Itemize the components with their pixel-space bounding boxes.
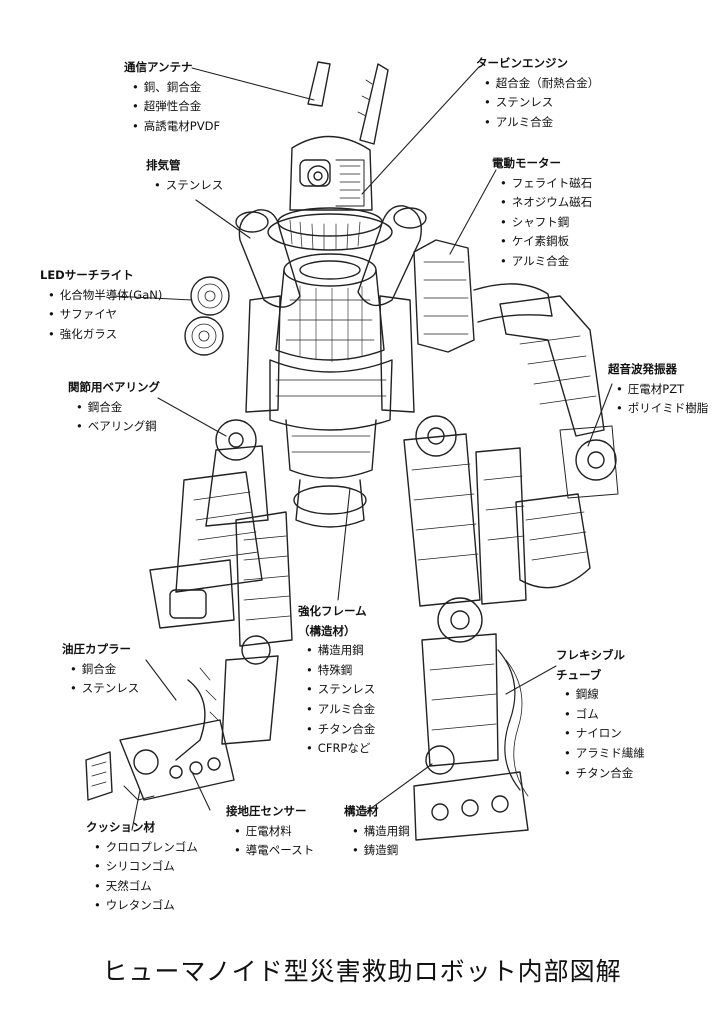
callout-sensor: 接地圧センサー 圧電材料 導電ペースト — [226, 802, 314, 861]
callout-item: ステンレス — [146, 176, 224, 196]
antenna-drawing — [307, 61, 389, 145]
callout-item: 構造用鋼 — [344, 822, 410, 842]
callout-item: ゴム — [556, 705, 645, 725]
callout-antenna: 通信アンテナ 銅、銅合金 超弾性合金 高誘電材PVDF — [124, 58, 220, 136]
callout-item: 超合金（耐熱合金） — [476, 74, 600, 94]
callout-item: サファイヤ — [40, 305, 162, 325]
left-leg-drawing — [85, 511, 293, 801]
callout-item: 鋳造鋼 — [344, 841, 410, 861]
right-arm-drawing — [413, 239, 619, 589]
callout-ultrasonic: 超音波発振器 圧電材PZT ポリイミド樹脂 — [608, 360, 708, 419]
callout-item: 天然ゴム — [86, 877, 198, 897]
callout-item: 特殊鋼 — [298, 661, 375, 681]
callout-title: 接地圧センサー — [226, 804, 307, 818]
callout-title: LEDサーチライト — [40, 268, 134, 282]
callout-item: フェライト磁石 — [492, 174, 593, 194]
callout-item: アルミ合金 — [476, 113, 599, 133]
callout-item: ステンレス — [62, 679, 140, 699]
callout-title: 関節用ベアリング — [68, 380, 160, 394]
callout-item: 高誘電材PVDF — [124, 117, 220, 137]
callout-item: 圧電材PZT — [608, 380, 708, 400]
callout-coupler: 油圧カプラー 銅合金 ステンレス — [62, 640, 139, 699]
callout-item: ステンレス — [298, 680, 376, 700]
callout-item: 圧電材料 — [226, 822, 314, 842]
callout-item: ケイ素鋼板 — [492, 232, 592, 252]
callout-item: ネオジウム磁石 — [492, 193, 593, 213]
callout-title: 超音波発振器 — [608, 362, 677, 376]
turbine-drawing — [267, 135, 393, 251]
callout-frame: 強化フレーム （構造材） 構造用鋼 特殊鋼 ステンレス アルミ合金 チタン合金 … — [298, 602, 375, 759]
callout-item: シリコンゴム — [86, 857, 198, 877]
callout-title: フレキシブル — [556, 648, 625, 662]
callout-item: 構造用鋼 — [298, 641, 375, 661]
callout-title: 通信アンテナ — [124, 60, 193, 74]
callout-item: ポリイミド樹脂 — [608, 399, 709, 419]
callout-item: 鋼合金 — [68, 398, 160, 418]
callout-item: ベアリング鋼 — [68, 417, 160, 437]
callout-item: ステンレス — [476, 93, 599, 113]
callout-title: クッション材 — [86, 820, 155, 834]
callout-structure: 構造材 構造用鋼 鋳造鋼 — [344, 802, 410, 861]
callout-subtitle: （構造材） — [298, 623, 356, 638]
torso-drawing — [245, 253, 415, 528]
callout-item: 銅、銅合金 — [124, 78, 220, 98]
callout-item: シャフト鋼 — [492, 213, 592, 233]
callout-tube: フレキシブル チューブ 鋼線 ゴム ナイロン アラミド繊維 チタン合金 — [556, 646, 645, 783]
callout-item: 銅合金 — [62, 660, 139, 680]
callout-item: ウレタンゴム — [86, 896, 198, 916]
callout-motor: 電動モーター フェライト磁石 ネオジウム磁石 シャフト鋼 ケイ素鋼板 アルミ合金 — [492, 154, 592, 272]
right-leg-drawing — [403, 415, 529, 841]
callout-title: 電動モーター — [492, 156, 561, 170]
led-drawing — [184, 276, 230, 356]
callout-item: クロロプレンゴム — [86, 838, 198, 858]
callout-item: 強化ガラス — [40, 325, 162, 345]
callout-item: 鋼線 — [556, 685, 645, 705]
callout-item: CFRPなど — [298, 739, 375, 759]
callout-bearing: 関節用ベアリング 鋼合金 ベアリング鋼 — [68, 378, 160, 437]
callout-item: 超弾性合金 — [124, 97, 220, 117]
callout-title: 強化フレーム — [298, 604, 367, 618]
callout-item: ナイロン — [556, 724, 645, 744]
callout-title: 油圧カプラー — [62, 642, 131, 656]
callout-cushion: クッション材 クロロプレンゴム シリコンゴム 天然ゴム ウレタンゴム — [86, 818, 198, 916]
callout-title: タービンエンジン — [476, 56, 568, 70]
callout-item: チタン合金 — [556, 764, 645, 784]
callout-item: アラミド繊維 — [556, 744, 645, 764]
page-title: ヒューマノイド型災害救助ロボット内部図解 — [102, 957, 622, 986]
callout-led: LEDサーチライト 化合物半導体(GaN) サファイヤ 強化ガラス — [40, 266, 162, 344]
callout-item: 化合物半導体(GaN) — [40, 286, 163, 306]
callout-exhaust: 排気管 ステンレス — [146, 156, 223, 195]
callout-subtitle: チューブ — [556, 667, 602, 682]
left-arm-drawing — [149, 419, 269, 629]
callout-title: 構造材 — [344, 804, 379, 818]
callout-item: チタン合金 — [298, 720, 376, 740]
exhaust-drawing — [235, 205, 427, 308]
callout-item: アルミ合金 — [492, 252, 592, 272]
callout-item: 導電ペースト — [226, 841, 314, 861]
callout-title: 排気管 — [146, 158, 181, 172]
callout-item: アルミ合金 — [298, 700, 375, 720]
callout-turbine: タービンエンジン 超合金（耐熱合金） ステンレス アルミ合金 — [476, 54, 599, 132]
